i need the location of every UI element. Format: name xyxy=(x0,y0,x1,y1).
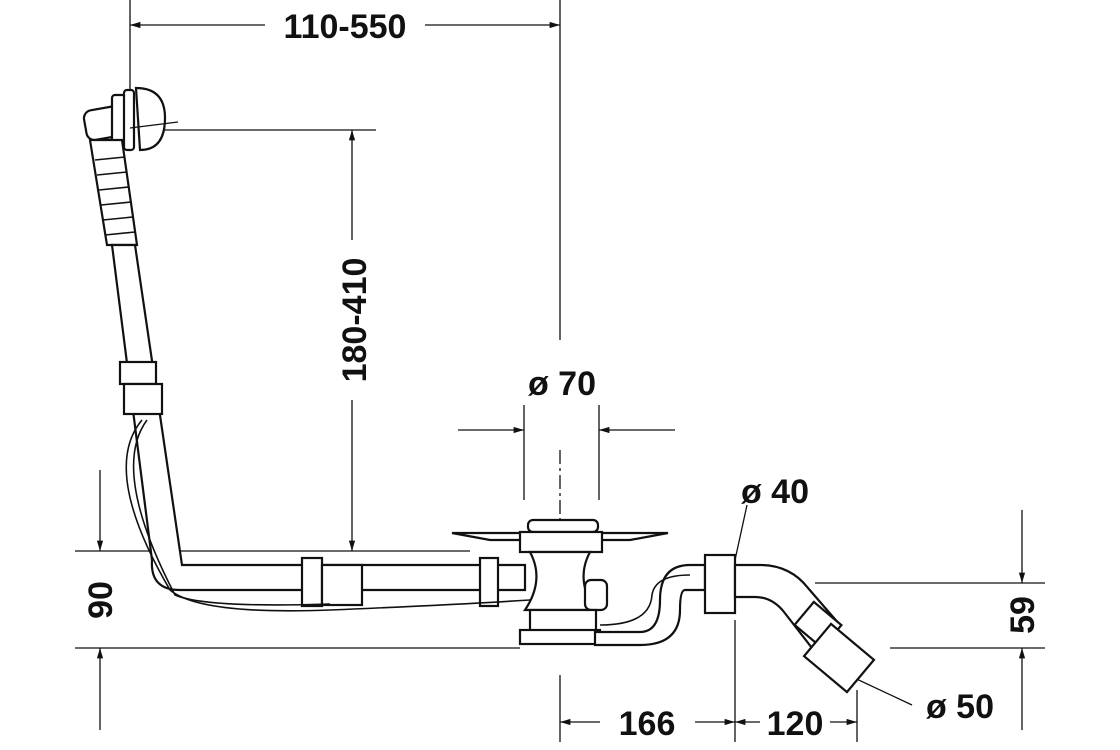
drain-body xyxy=(451,518,707,647)
dimension-overflow-height: 180-410 xyxy=(336,258,374,383)
dimension-overflow-horizontal: 110-550 xyxy=(284,8,407,46)
outlet-elbow xyxy=(703,553,876,694)
dimension-outlet-diameter: ø 50 xyxy=(926,688,994,726)
dimension-trap-to-outlet: 120 xyxy=(767,705,824,743)
dimension-outlet-height: 59 xyxy=(1004,596,1042,634)
overflow-pipe xyxy=(88,138,531,612)
overflow-head xyxy=(82,86,179,152)
dimension-arrows xyxy=(96,21,1026,730)
extension-lines xyxy=(75,0,1045,742)
dimension-drain-to-trap: 166 xyxy=(619,705,676,743)
dimension-drain-depth: 90 xyxy=(82,581,120,619)
dimension-pipe-diameter: ø 40 xyxy=(741,473,809,511)
dimension-drain-diameter: ø 70 xyxy=(528,365,596,403)
